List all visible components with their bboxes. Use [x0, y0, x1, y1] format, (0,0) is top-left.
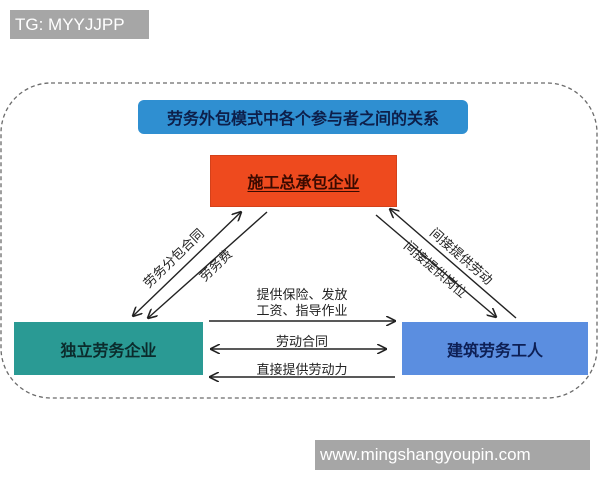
label-insurance-wages: 提供保险、发放 工资、指导作业 — [209, 288, 395, 320]
label-labor-contract: 劳动合同 — [275, 335, 328, 350]
watermark-top-text: TG: MYYJJPP — [15, 14, 125, 34]
arrow-indirect-position — [375, 214, 496, 317]
arrow-labor-fee — [148, 211, 268, 318]
arrow-labor-subcontract — [133, 212, 241, 316]
arrow-indirect-labor — [390, 209, 517, 319]
node-general-contractor: 施工总承包企业 — [210, 155, 397, 207]
node-construction-workers-label: 建筑劳务工人 — [446, 340, 543, 360]
watermark-bottom-text: www.mingshangyoupin.com — [320, 445, 531, 464]
label-insurance-wages-line2: 工资、指导作业 — [256, 304, 348, 319]
diagram-title-text: 劳务外包模式中各个参与者之间的关系 — [166, 109, 439, 128]
label-direct-labor: 直接提供劳动力 — [256, 363, 348, 378]
label-insurance-wages-line1: 提供保险、发放 — [256, 288, 348, 303]
dashed-frame — [0, 82, 598, 399]
watermark-top: TG: MYYJJPP — [10, 10, 149, 39]
diagram-title: 劳务外包模式中各个参与者之间的关系 — [138, 100, 468, 134]
node-labor-company: 独立劳务企业 — [14, 322, 203, 375]
node-labor-company-label: 独立劳务企业 — [60, 340, 157, 360]
watermark-bottom: www.mingshangyoupin.com — [315, 440, 590, 470]
node-general-contractor-label: 施工总承包企业 — [247, 173, 360, 192]
node-construction-workers: 建筑劳务工人 — [402, 322, 588, 375]
